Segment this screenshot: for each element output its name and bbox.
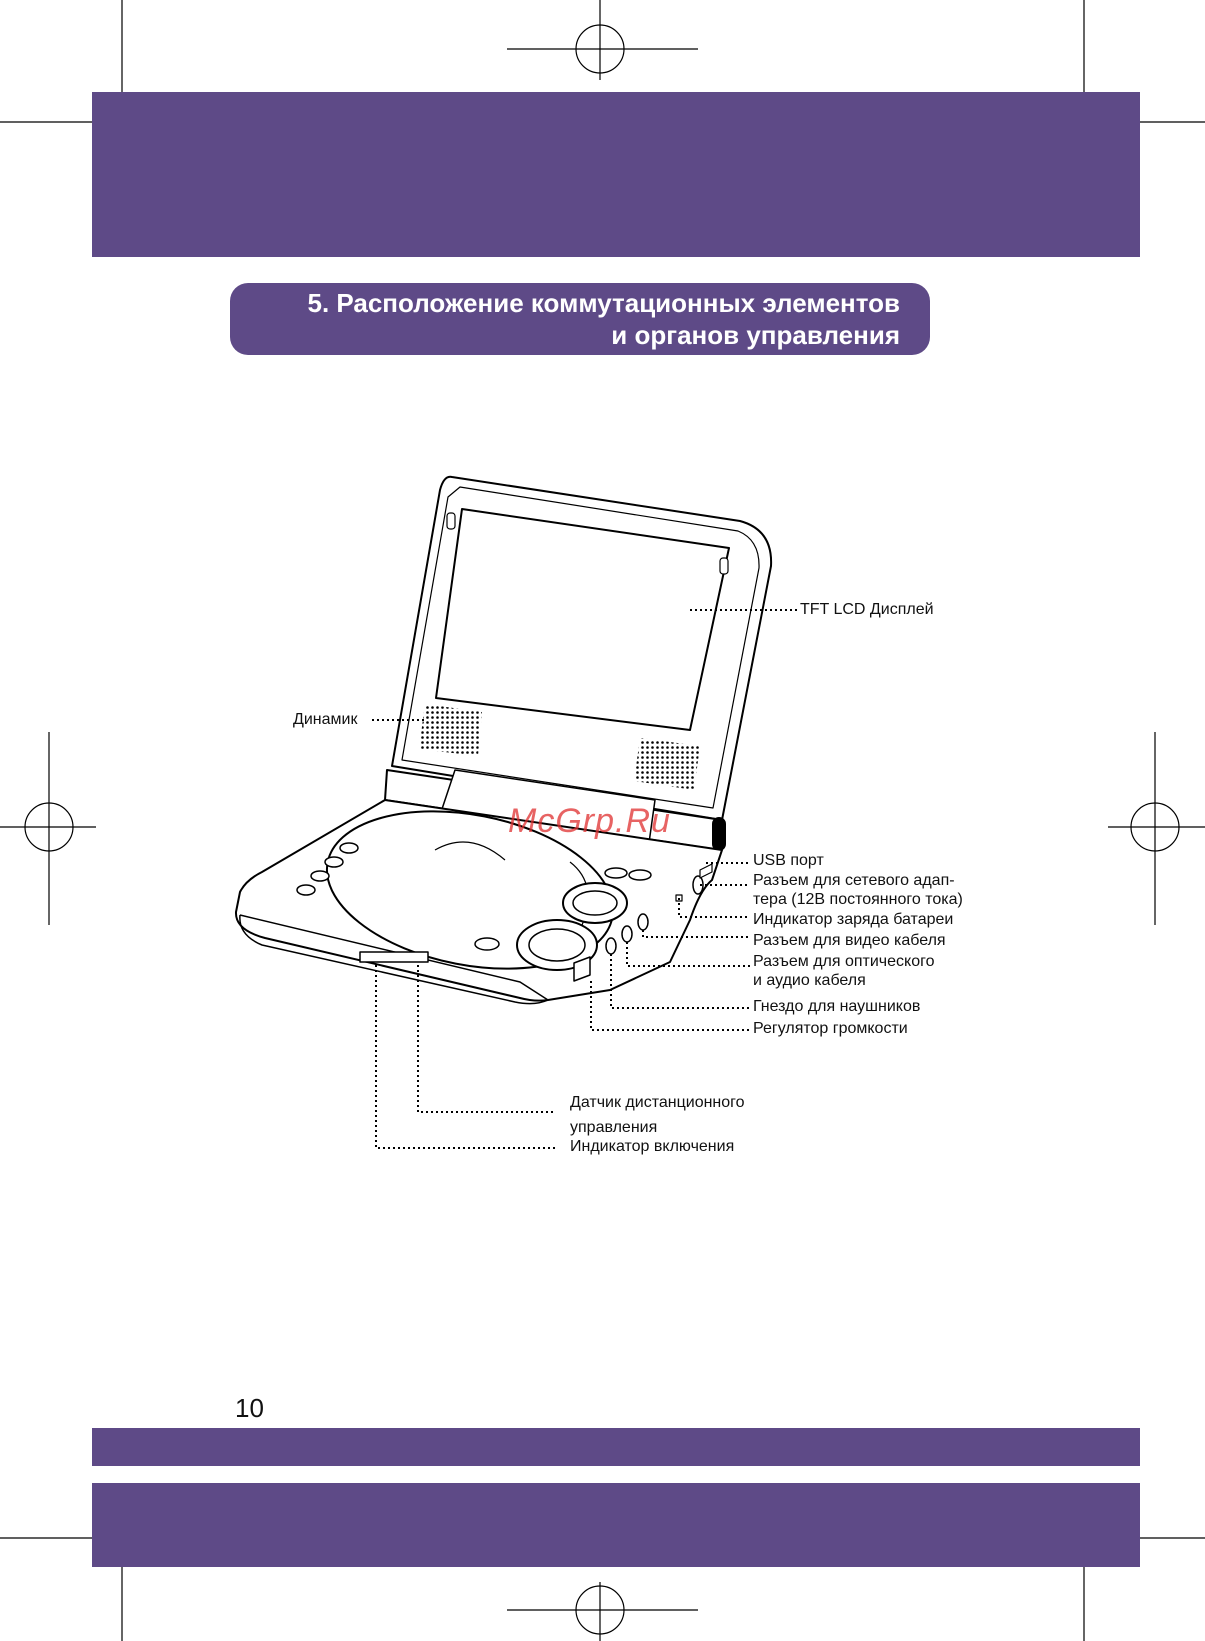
label-speaker: Динамик [293, 711, 358, 728]
label-optical-line2: и аудио кабеля [753, 972, 866, 989]
label-power: Индикатор включения [570, 1138, 735, 1155]
section-title-line2: и органов управления [611, 320, 900, 350]
watermark: McGrp.Ru [508, 802, 671, 840]
portable-dvd-player [234, 475, 773, 1005]
leader-lines [372, 609, 797, 1149]
label-battery: Индикатор заряда батареи [753, 911, 954, 928]
label-display: TFT LCD Дисплей [800, 601, 934, 618]
label-adapter-line1: Разъем для сетевого адап- [753, 872, 955, 889]
label-optical-line1: Разъем для оптического [753, 953, 935, 970]
label-remote-line1: Датчик дистанционного [570, 1094, 745, 1111]
label-adapter-line2: тера (12В постоянного тока) [753, 891, 963, 908]
header-band [92, 92, 1140, 257]
label-usb: USB порт [753, 852, 824, 869]
page-number: 10 [235, 1393, 264, 1423]
label-video: Разъем для видео кабеля [753, 932, 946, 949]
label-volume: Регулятор громкости [753, 1020, 908, 1037]
section-title-line1: 5. Расположение коммутационных элементов [307, 288, 900, 318]
footer-band-lower [92, 1483, 1140, 1567]
speaker-grille [419, 704, 700, 790]
label-remote-line2: управления [570, 1119, 658, 1136]
label-headphones: Гнездо для наушников [753, 998, 921, 1015]
section-title: 5. Расположение коммутационных элементов… [230, 283, 930, 355]
footer-band-upper [92, 1428, 1140, 1466]
